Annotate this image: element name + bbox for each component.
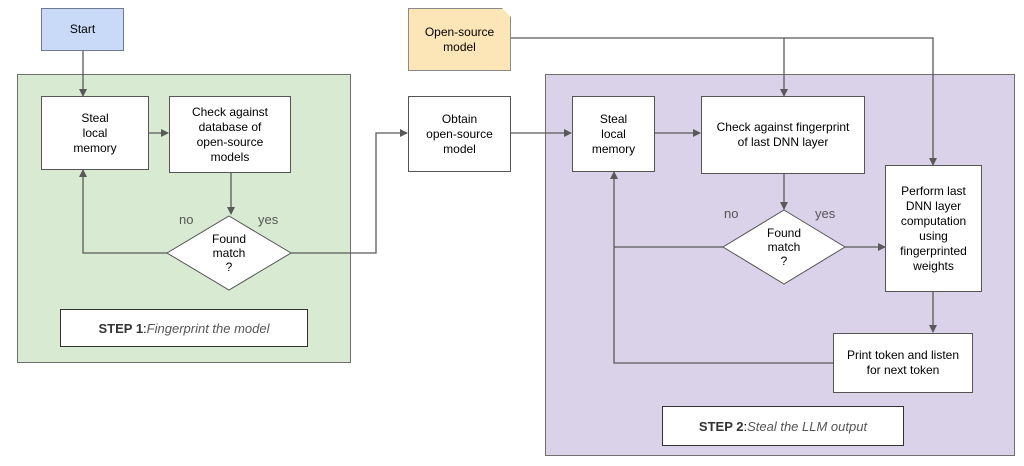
step1-text: Fingerprint the model [146,320,270,336]
open-source-model-doc: Open-source model [408,8,511,71]
start-node: Start [41,8,124,51]
found1-diamond [166,215,292,291]
found2-diamond [722,209,846,285]
step2-text: Steal the LLM output [747,418,868,434]
step1-number: STEP 1 [98,320,144,336]
found-match-1: Found match ? [211,232,247,274]
step1-caption: STEP 1: Fingerprint the model [60,309,308,347]
step2-number: STEP 2 [698,418,744,434]
yes-label-2: yes [815,206,836,221]
no-label-1: no [179,212,194,227]
arrow-found1-no-to-steal1 [79,169,167,254]
perform-computation-node: Perform last DNN layer computation using… [885,165,982,292]
found-match-2: Found match ? [766,226,802,268]
arrow-source-to-perform [784,37,937,166]
step2-caption: STEP 2: Steal the LLM output [662,406,904,446]
step1-separator: : [143,320,147,336]
steal-local-memory-1: Steal local memory [41,96,149,170]
check-database-node: Check against database of open-source mo… [169,96,291,173]
yes-label-1: yes [258,212,279,227]
steal-local-memory-2: Steal local memory [572,96,655,172]
check-fingerprint-node: Check against fingerprint of last DNN la… [701,96,865,174]
arrow-found1-yes-to-obtain [291,129,408,254]
arrow-source-to-checkfp [510,37,788,97]
step2-separator: : [743,418,748,434]
print-token-node: Print token and listen for next token [833,333,973,393]
arrow-print-to-steal2 [610,171,833,364]
no-label-2: no [724,206,739,221]
obtain-model-node: Obtain open-source model [408,96,511,172]
